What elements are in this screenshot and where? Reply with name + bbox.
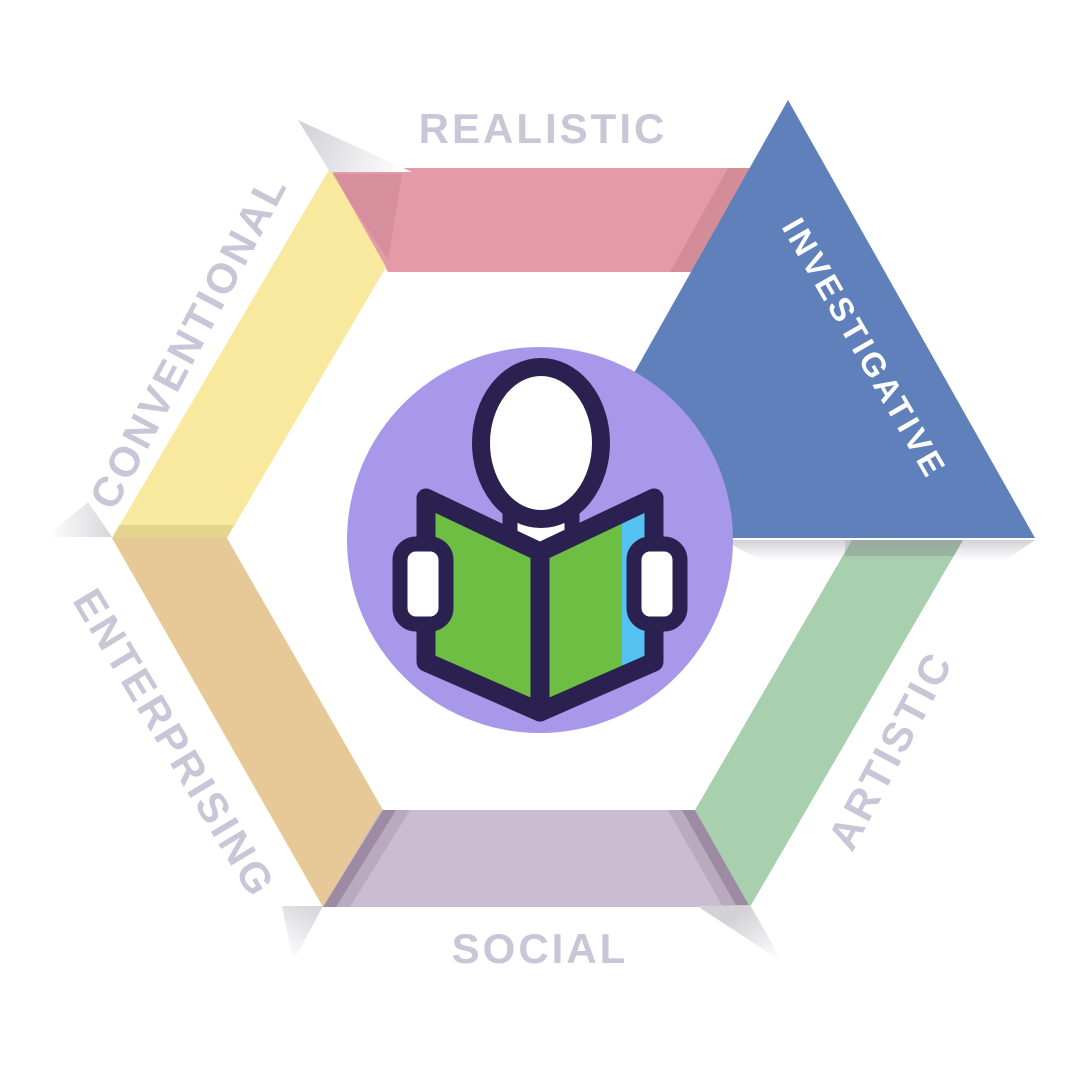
corner-fold-top-left: [298, 120, 412, 172]
label-realistic: REALISTIC: [419, 105, 668, 152]
shadow-on-mauve-under-tan: [323, 810, 396, 907]
shadow-under-triangle-base: [723, 540, 1035, 560]
corner-fold-left: [45, 502, 112, 537]
person-reading-book-icon: [392, 358, 688, 722]
shadow-on-mauve-under-green: [682, 810, 750, 907]
label-social: SOCIAL: [452, 925, 629, 972]
corner-fold-bottom-left: [282, 906, 323, 962]
segment-social-band[interactable]: [323, 810, 750, 907]
segment-enterprising-band[interactable]: [112, 538, 383, 907]
book-right-cover-outline: [530, 488, 664, 722]
segment-artistic-band[interactable]: [695, 540, 963, 907]
shadow-on-mauve-under-tan-soft: [336, 810, 410, 907]
corner-fold-bottom-right: [697, 905, 783, 962]
shadow-pink-left: [332, 174, 402, 260]
segment-realistic-band[interactable]: [330, 168, 760, 272]
shadow-on-mauve-under-green-soft: [668, 810, 737, 907]
shadow-on-pink-under-triangle: [670, 168, 750, 272]
figure-head: [472, 358, 610, 528]
figure-right-hand: [626, 536, 688, 632]
figure-left-hand: [392, 536, 454, 632]
shadow-yellow-bottom: [112, 525, 234, 538]
segment-conventional-band[interactable]: [112, 168, 386, 538]
